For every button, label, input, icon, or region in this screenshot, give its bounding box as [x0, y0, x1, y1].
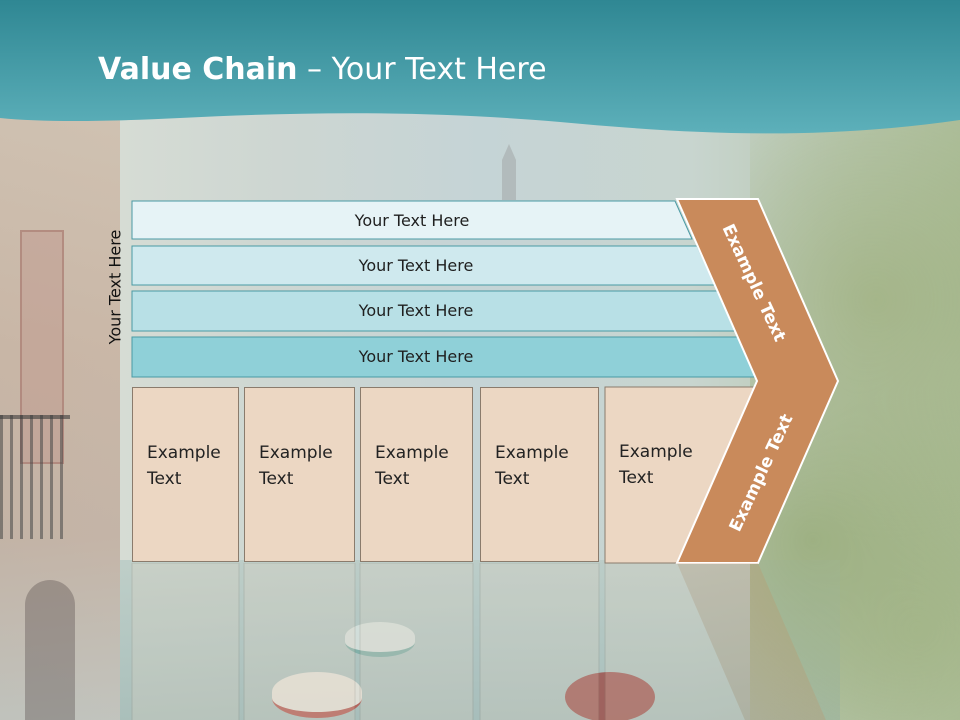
bar-row-3: Your Text Here [132, 291, 700, 329]
activity-box-3: Example Text [360, 387, 473, 562]
box-text-line1: Example [147, 443, 221, 463]
box-text-line1: Example [259, 443, 333, 463]
bar-label: Your Text Here [354, 210, 470, 230]
bar-label: Your Text Here [358, 346, 474, 366]
canal-water [120, 560, 840, 720]
bar-row-4: Your Text Here [132, 337, 700, 375]
title-rest: – Your Text Here [297, 52, 547, 87]
box-text-line2: Text [375, 469, 410, 489]
boat [272, 672, 362, 718]
box-text-line1: Example [619, 442, 693, 462]
boat [345, 622, 415, 657]
box-text-line2: Text [619, 468, 654, 488]
chevron-arrow [675, 198, 840, 564]
box-text-line2: Text [495, 469, 530, 489]
box-text-line1: Example [495, 443, 569, 463]
boat [565, 672, 655, 720]
bar-label: Your Text Here [358, 255, 474, 275]
box-text-line1: Example [375, 443, 449, 463]
bar-label: Your Text Here [358, 300, 474, 320]
bar-shape-1 [131, 200, 693, 240]
activity-box-1: Example Text [132, 387, 239, 562]
box-text-line2: Text [147, 469, 182, 489]
bell-tower [502, 144, 516, 200]
header-wave-banner [0, 0, 960, 134]
box-text-line2: Text [259, 469, 294, 489]
slide-title: Value Chain – Your Text Here [98, 52, 547, 87]
activity-box-5: Example Text [605, 387, 705, 562]
doorway-arch [25, 580, 75, 720]
bar-row-1: Your Text Here [132, 201, 692, 239]
bar-row-2: Your Text Here [132, 246, 700, 284]
side-label: Your Text Here [105, 229, 125, 345]
title-bold: Value Chain [98, 52, 298, 87]
activity-box-4: Example Text [480, 387, 599, 562]
activity-box-2: Example Text [244, 387, 355, 562]
balcony-railing [0, 415, 70, 539]
